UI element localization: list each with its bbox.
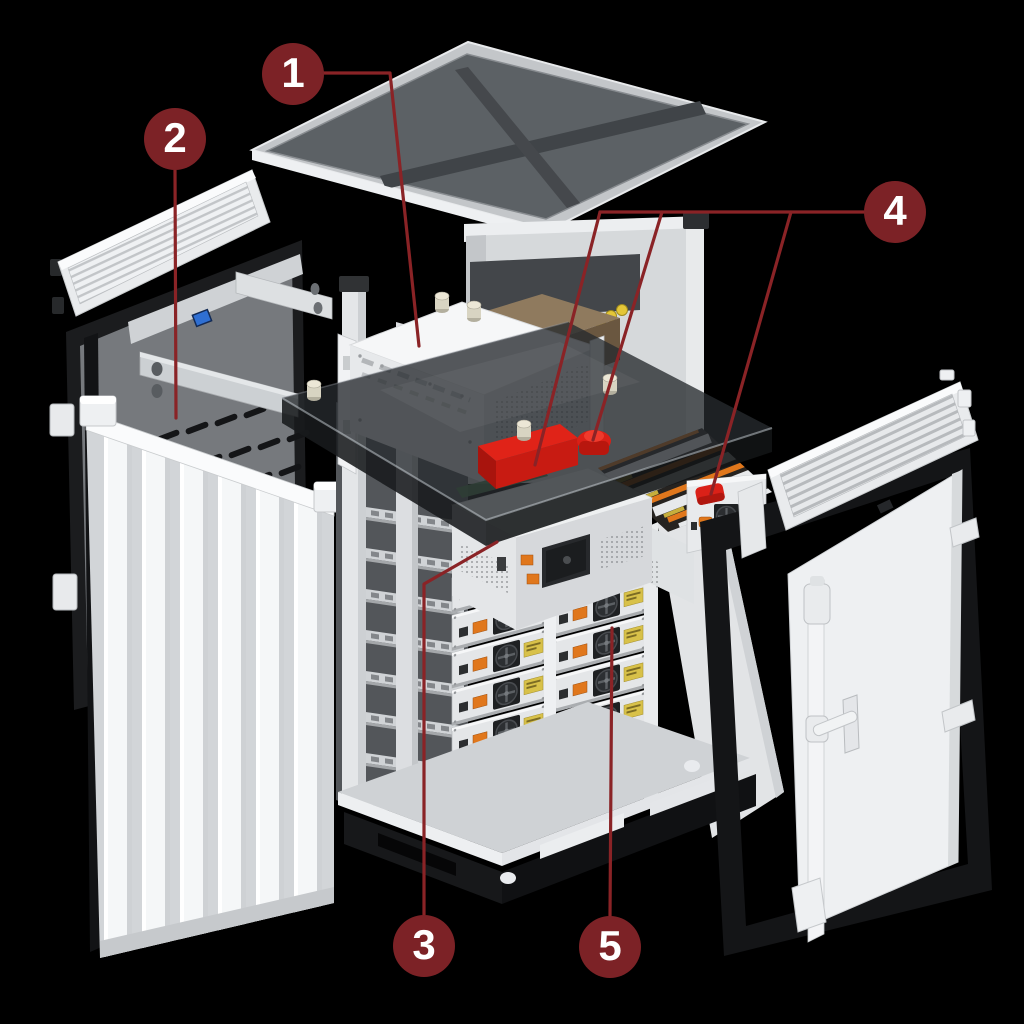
corner-cap — [339, 276, 369, 292]
battery-module — [451, 627, 547, 689]
roof-cross-beam — [380, 101, 706, 189]
roof-panel — [249, 40, 768, 240]
hinge-foot — [791, 877, 827, 933]
connector — [472, 618, 488, 635]
connector — [472, 693, 488, 710]
leader-lines — [173, 71, 868, 918]
connector — [459, 663, 468, 676]
callout-5: 5 — [579, 916, 641, 978]
standoff-insulator — [466, 300, 482, 322]
hinge — [803, 583, 831, 625]
base-skid — [502, 774, 756, 904]
roof-cross-beam — [455, 67, 580, 208]
callout-2: 2 — [144, 108, 206, 170]
callout-3: 3 — [393, 915, 455, 977]
mounting-bracket — [139, 271, 333, 418]
connector — [572, 605, 588, 622]
connector — [559, 650, 568, 663]
standoff-insulator — [306, 379, 322, 401]
leader-line-1 — [320, 71, 421, 348]
leader-line-5 — [608, 626, 614, 918]
door-vent-panel — [767, 369, 979, 531]
connector — [526, 573, 540, 585]
leader-line-3 — [422, 540, 499, 917]
callout-2-label: 2 — [163, 114, 187, 161]
connector — [459, 701, 468, 713]
latch — [941, 699, 976, 733]
cabinet-base — [338, 702, 756, 904]
display-chip — [191, 308, 213, 328]
callout-4-label: 4 — [883, 187, 907, 234]
filter-clip — [52, 297, 64, 314]
leader-line-4b — [591, 210, 664, 442]
battery-module — [451, 665, 547, 726]
hinge — [49, 403, 75, 437]
leader-line-4a — [533, 210, 602, 467]
leader-line-4c — [709, 210, 793, 496]
door-handle — [812, 694, 860, 754]
callout-5-label: 5 — [598, 922, 622, 969]
callout-1: 1 — [262, 43, 324, 105]
standoff-insulator — [516, 419, 532, 441]
latch — [949, 517, 980, 548]
connector — [559, 613, 568, 625]
callout-4: 4 — [864, 181, 926, 243]
side-wall-panel — [79, 395, 349, 958]
standoff-insulator — [434, 291, 450, 313]
callout-3-label: 3 — [412, 921, 436, 968]
foot — [500, 872, 516, 884]
connector — [572, 643, 588, 659]
leader-line-2 — [173, 168, 178, 420]
connector — [520, 554, 534, 566]
foot — [684, 760, 700, 772]
connector — [559, 688, 568, 700]
connector — [472, 656, 488, 672]
door-assembly — [700, 369, 992, 956]
door-panel — [787, 469, 980, 943]
connector — [459, 626, 468, 638]
corner-cap — [683, 212, 709, 229]
door-seal-frame — [700, 448, 992, 956]
air-filter-panel — [50, 169, 271, 317]
callout-1-label: 1 — [281, 49, 305, 96]
hinge — [52, 573, 78, 611]
connector — [572, 680, 588, 697]
